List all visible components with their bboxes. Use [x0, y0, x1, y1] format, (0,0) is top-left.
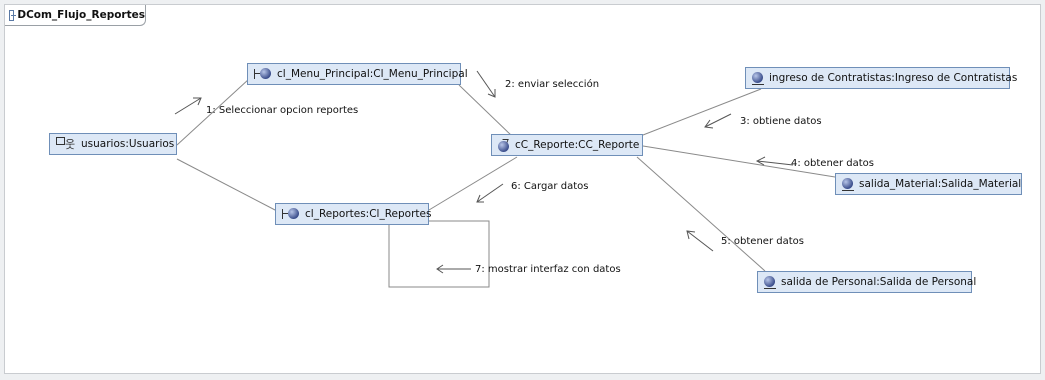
message-label-1[interactable]: 1: Seleccionar opcion reportes — [206, 105, 359, 116]
diagram-icon — [9, 9, 17, 21]
node-label: cC_Reporte:CC_Reporte — [515, 139, 640, 151]
node-label: ingreso de Contratistas:Ingreso de Contr… — [769, 72, 1018, 84]
message-label-2[interactable]: 2: enviar selección — [505, 79, 600, 90]
message-label-3[interactable]: 3: obtiene datos — [740, 116, 822, 127]
message-arrow-6 — [476, 183, 504, 203]
entity-icon — [752, 71, 764, 85]
node-label: salida de Personal:Salida de Personal — [781, 276, 977, 288]
node-cl-menu-principal[interactable]: cl_Menu_Principal:Cl_Menu_Principal — [247, 63, 468, 85]
message-arrow-5 — [686, 230, 714, 252]
message-arrow-3 — [704, 113, 732, 129]
node-label: salida_Material:Salida_Material — [859, 178, 1022, 190]
diagram-tab[interactable]: DCom_Flujo_Reportes — [5, 5, 146, 26]
link-control-contratistas[interactable] — [642, 88, 762, 136]
node-cc-reporte[interactable]: cC_Reporte:CC_Reporte — [491, 134, 643, 156]
message-label-5[interactable]: 5: obtener datos — [721, 236, 804, 247]
link-menu-control[interactable] — [458, 84, 514, 138]
message-arrow-4 — [755, 156, 794, 166]
link-usuarios-reportes[interactable] — [176, 158, 278, 212]
node-cl-reportes[interactable]: cl_Reportes:Cl_Reportes — [275, 203, 432, 225]
diagram-canvas[interactable]: DCom_Flujo_Reportes — [4, 4, 1041, 374]
diagram-title: DCom_Flujo_Reportes — [17, 9, 145, 21]
message-arrow-2 — [476, 70, 496, 98]
link-control-personal[interactable] — [636, 156, 766, 272]
link-reportes-control[interactable] — [428, 156, 518, 211]
link-reportes-self[interactable] — [388, 220, 490, 288]
node-usuarios[interactable]: 웃 usuarios:Usuarios — [49, 133, 177, 155]
message-arrow-1 — [174, 97, 202, 115]
actor-icon: 웃 — [56, 137, 76, 151]
entity-icon — [764, 275, 776, 289]
link-usuarios-menu[interactable] — [176, 78, 250, 146]
node-label: usuarios:Usuarios — [81, 138, 175, 150]
node-label: cl_Reportes:Cl_Reportes — [305, 208, 432, 220]
link-control-material[interactable] — [642, 145, 836, 178]
node-ingreso-contratistas[interactable]: ingreso de Contratistas:Ingreso de Contr… — [745, 67, 1017, 89]
node-salida-material[interactable]: salida_Material:Salida_Material — [835, 173, 1022, 195]
node-label: cl_Menu_Principal:Cl_Menu_Principal — [277, 68, 468, 80]
boundary-icon — [254, 68, 272, 80]
node-salida-personal[interactable]: salida de Personal:Salida de Personal — [757, 271, 976, 293]
control-icon — [498, 139, 510, 152]
message-arrow-7 — [436, 264, 471, 274]
message-label-4[interactable]: 4: obtener datos — [791, 158, 874, 169]
boundary-icon — [282, 208, 300, 220]
message-label-6[interactable]: 6: Cargar datos — [511, 181, 589, 192]
entity-icon — [842, 177, 854, 191]
message-label-7[interactable]: 7: mostrar interfaz con datos — [475, 264, 621, 275]
connector-layer — [174, 70, 836, 288]
